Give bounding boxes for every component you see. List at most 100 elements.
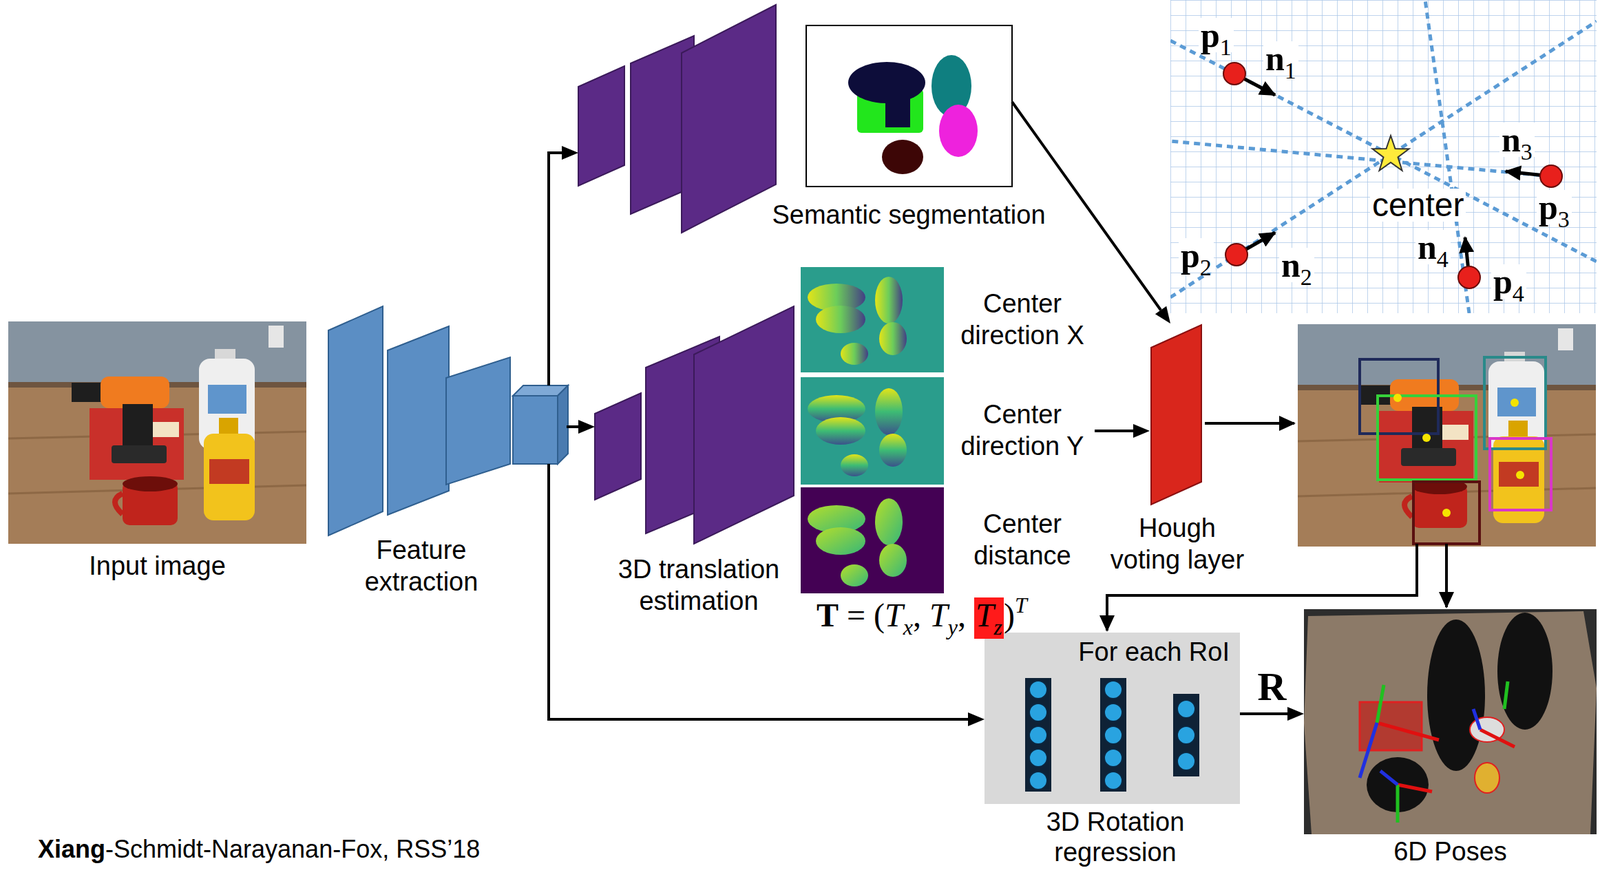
normal-label: n4 [1415, 229, 1451, 265]
neuron [1177, 700, 1196, 719]
bbox [1413, 481, 1480, 544]
vote-line [1170, 21, 1597, 298]
image-panel: 6D Poses [1303, 609, 1597, 875]
label-text: Xiang [37, 837, 106, 862]
centroid-dots [1393, 393, 1525, 518]
fc-layer [1173, 693, 1200, 777]
neuron-columns [1025, 678, 1200, 792]
centroid [1442, 508, 1451, 518]
conv-block [557, 385, 568, 465]
label-text: 4 [1512, 282, 1525, 306]
pixel-point [1223, 62, 1246, 85]
conv-block [446, 357, 511, 485]
trans-blocks [594, 306, 794, 544]
connector-line [566, 425, 579, 429]
label-text: 1 [1284, 59, 1297, 83]
normal-label: n2 [1279, 247, 1315, 283]
arrow-head [561, 145, 579, 160]
arrow-head [967, 712, 985, 727]
node-label: Input image [8, 550, 307, 583]
math-symbol: = ( [838, 598, 885, 633]
math-symbol: T [975, 598, 995, 633]
node-label: 3D Rotation regression [1025, 807, 1205, 868]
neuron [1104, 749, 1123, 767]
math-symbol: T [929, 598, 949, 633]
mask-blob [881, 139, 924, 175]
normal-label: n3 [1499, 122, 1535, 157]
vote-line [1425, 0, 1470, 314]
roi-panel [984, 632, 1240, 805]
neuron [1029, 703, 1048, 722]
fc-layer [1025, 678, 1052, 792]
math-symbol: T [816, 598, 839, 633]
label-text: p [1180, 238, 1200, 273]
roi-box: For each RoI3D Rotation regression [984, 632, 1240, 805]
label-text: -Schmidt-Narayanan-Fox, RSS’18 [105, 837, 480, 862]
posed-object [1474, 762, 1500, 794]
connector-line [1094, 429, 1134, 433]
network-branch: 3D translation estimation [594, 302, 799, 613]
connector [566, 419, 595, 434]
math-symbol: ) [1003, 598, 1015, 633]
connector [1094, 424, 1150, 438]
neurons [1029, 680, 1196, 790]
neuron [1104, 703, 1123, 722]
node-label: For each RoI [984, 636, 1230, 669]
node-label: Center distance [953, 508, 1092, 572]
centroid [1510, 398, 1519, 407]
arrow-head [1133, 424, 1150, 438]
map-image [800, 487, 944, 594]
cloud-hole [1497, 612, 1553, 730]
math-symbol: x [903, 616, 913, 639]
edge-label: R [1257, 667, 1287, 708]
label-text: 4 [1436, 247, 1449, 272]
vote-line [1170, 40, 1597, 262]
neuron [1104, 726, 1123, 745]
node-label: 3D translation estimation [605, 554, 792, 617]
conv-block [512, 395, 558, 465]
arrow-head [1155, 306, 1171, 324]
math-symbol: , [957, 598, 975, 633]
label-text: 3 [1558, 207, 1570, 232]
hough-block [1151, 324, 1202, 505]
network-block: Feature extraction [328, 306, 567, 603]
neuron [1104, 771, 1123, 790]
citation: Xiang-Schmidt-Narayanan-Fox, RSS’18 [37, 837, 480, 862]
conv-block [387, 326, 449, 515]
conv-block [693, 306, 794, 544]
map-blobs [807, 388, 907, 477]
math-symbol: y [948, 616, 958, 639]
mask-blob [885, 89, 911, 128]
fc-layer [1100, 678, 1127, 792]
label-text: p [1538, 190, 1559, 225]
flow-arrow [1204, 422, 1295, 425]
axis [1376, 722, 1515, 792]
label-text: n [1265, 41, 1285, 76]
label-text: n [1281, 247, 1301, 283]
label-text: n [1417, 229, 1437, 265]
arrow-head [578, 419, 595, 434]
pixel-point [1225, 243, 1248, 266]
pixel-point [1540, 165, 1563, 188]
centroid [1393, 393, 1402, 403]
label-text: center [1372, 188, 1464, 222]
node-label: Semantic segmentation [702, 199, 1116, 232]
vote-lines [1170, 0, 1597, 314]
map-panel: Center direction X [800, 267, 1095, 373]
connector-line [548, 602, 968, 720]
map-image [800, 377, 944, 485]
image-panel: Input image [8, 321, 307, 591]
normal-label: n1 [1263, 41, 1299, 76]
center-label: center [1370, 188, 1466, 222]
normal-arrows [1234, 73, 1552, 278]
bbox [1489, 438, 1552, 511]
formula: T = (Tx, Ty, Tz)T [816, 597, 1028, 639]
math-symbol: T [884, 598, 904, 633]
feature-blocks [328, 306, 568, 536]
pose-axes [1359, 681, 1515, 823]
map-blobs [807, 276, 907, 365]
label-text: p [1200, 17, 1220, 53]
vote-points [1223, 62, 1563, 289]
